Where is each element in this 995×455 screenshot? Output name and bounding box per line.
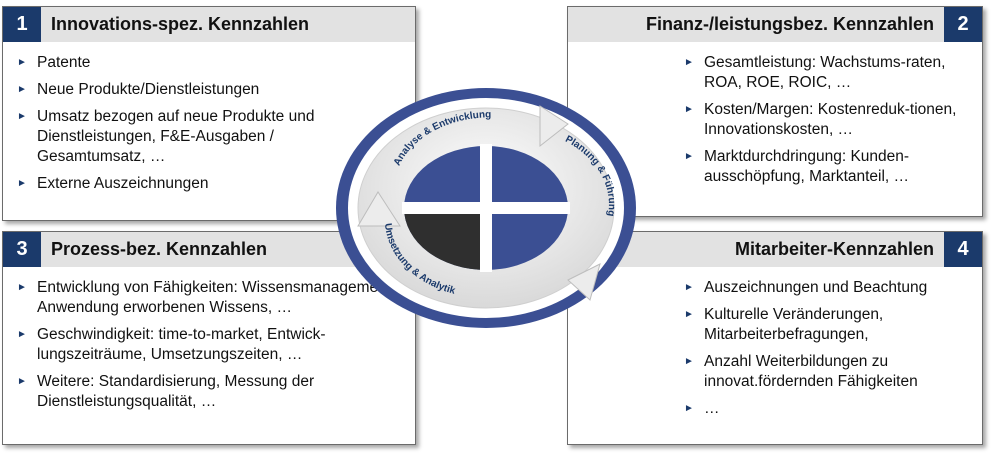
box-process-kpis: 3 Prozess-bez. Kennzahlen Entwicklung vo…	[2, 231, 416, 445]
box-header: Mitarbeiter-Kennzahlen 4	[568, 232, 982, 267]
box-number: 3	[3, 232, 41, 267]
cross-horizontal	[402, 202, 570, 214]
list-item: Weitere: Standardisierung, Messung der D…	[13, 372, 408, 412]
list-item: Auszeichnungen und Beachtung	[680, 278, 980, 298]
dark-quadrant	[404, 208, 486, 270]
box-number: 4	[944, 232, 982, 267]
list-item: Gesamtleistung: Wachstums-raten, ROA, RO…	[680, 53, 980, 93]
arrowhead-left-icon	[357, 191, 401, 227]
box-list: Entwicklung von Fähigkeiten: Wissensmana…	[13, 278, 408, 419]
list-item: Umsatz bezogen auf neue Produkte und Die…	[13, 107, 341, 167]
box-title: Prozess-bez. Kennzahlen	[51, 239, 268, 259]
list-item: Patente	[13, 53, 341, 73]
box-number: 1	[3, 7, 41, 42]
box-number: 2	[944, 7, 982, 42]
box-list: Patente Neue Produkte/Dienstleistungen U…	[13, 53, 341, 201]
list-item: Kosten/Margen: Kostenreduk-tionen, Innov…	[680, 100, 980, 140]
list-item: Externe Auszeichnungen	[13, 174, 341, 194]
box-header: Finanz-/leistungsbez. Kennzahlen 2	[568, 7, 982, 42]
list-item: …	[680, 399, 980, 419]
arrowhead-right-icon	[567, 263, 601, 301]
list-item: Geschwindigkeit: time-to-market, Entwick…	[13, 325, 408, 365]
list-item: Kulturelle Veränderungen, Mitarbeiterbef…	[680, 305, 980, 345]
box-employee-kpis: Mitarbeiter-Kennzahlen 4 Auszeichnungen …	[567, 231, 983, 445]
box-list: Gesamtleistung: Wachstums-raten, ROA, RO…	[680, 53, 980, 194]
list-item: Marktdurchdringung: Kunden-ausschöpfung,…	[680, 147, 980, 187]
cycle-graphic: Analyse & Entwicklung Planung & Führung …	[336, 88, 636, 328]
box-header: 1 Innovations-spez. Kennzahlen	[3, 7, 415, 42]
list-item: Entwicklung von Fähigkeiten: Wissensmana…	[13, 278, 408, 318]
list-item: Neue Produkte/Dienstleistungen	[13, 80, 341, 100]
box-innovation-kpis: 1 Innovations-spez. Kennzahlen Patente N…	[2, 6, 416, 221]
box-title: Innovations-spez. Kennzahlen	[51, 14, 310, 34]
box-list: Auszeichnungen und Beachtung Kulturelle …	[680, 278, 980, 426]
box-financial-kpis: Finanz-/leistungsbez. Kennzahlen 2 Gesam…	[567, 6, 983, 217]
box-title: Finanz-/leistungsbez. Kennzahlen	[645, 14, 934, 34]
list-item: Anzahl Weiterbildungen zu innovat.förder…	[680, 352, 980, 392]
cycle-diagram: Analyse & Entwicklung Planung & Führung …	[318, 58, 653, 358]
arrowhead-top-icon	[539, 105, 569, 148]
box-title: Mitarbeiter-Kennzahlen	[734, 239, 934, 259]
